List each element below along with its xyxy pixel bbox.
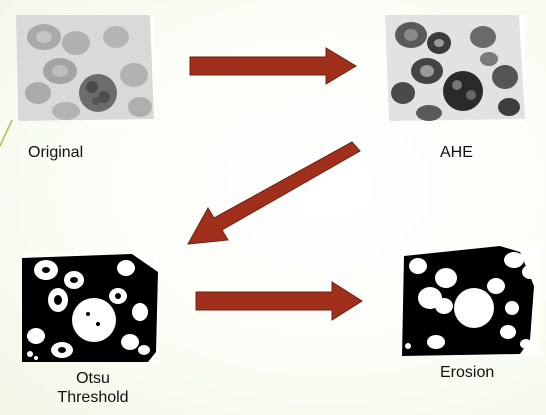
arrow-diagonal-icon [187,141,361,245]
original-image [16,15,154,121]
erosion-image [400,246,540,356]
erosion-label: Erosion [440,364,495,381]
otsu-threshold-label: Otsu Threshold [38,369,148,407]
arrow-right-icon [195,281,363,321]
ahe-label: AHE [440,144,473,161]
ahe-image [385,15,525,121]
otsu-label-line2: Threshold [57,389,129,406]
arrow-right-icon [189,47,357,85]
accent-mark [0,119,13,147]
otsu-threshold-image [22,254,158,362]
otsu-label-line1: Otsu [76,370,110,387]
original-label: Original [28,144,84,161]
